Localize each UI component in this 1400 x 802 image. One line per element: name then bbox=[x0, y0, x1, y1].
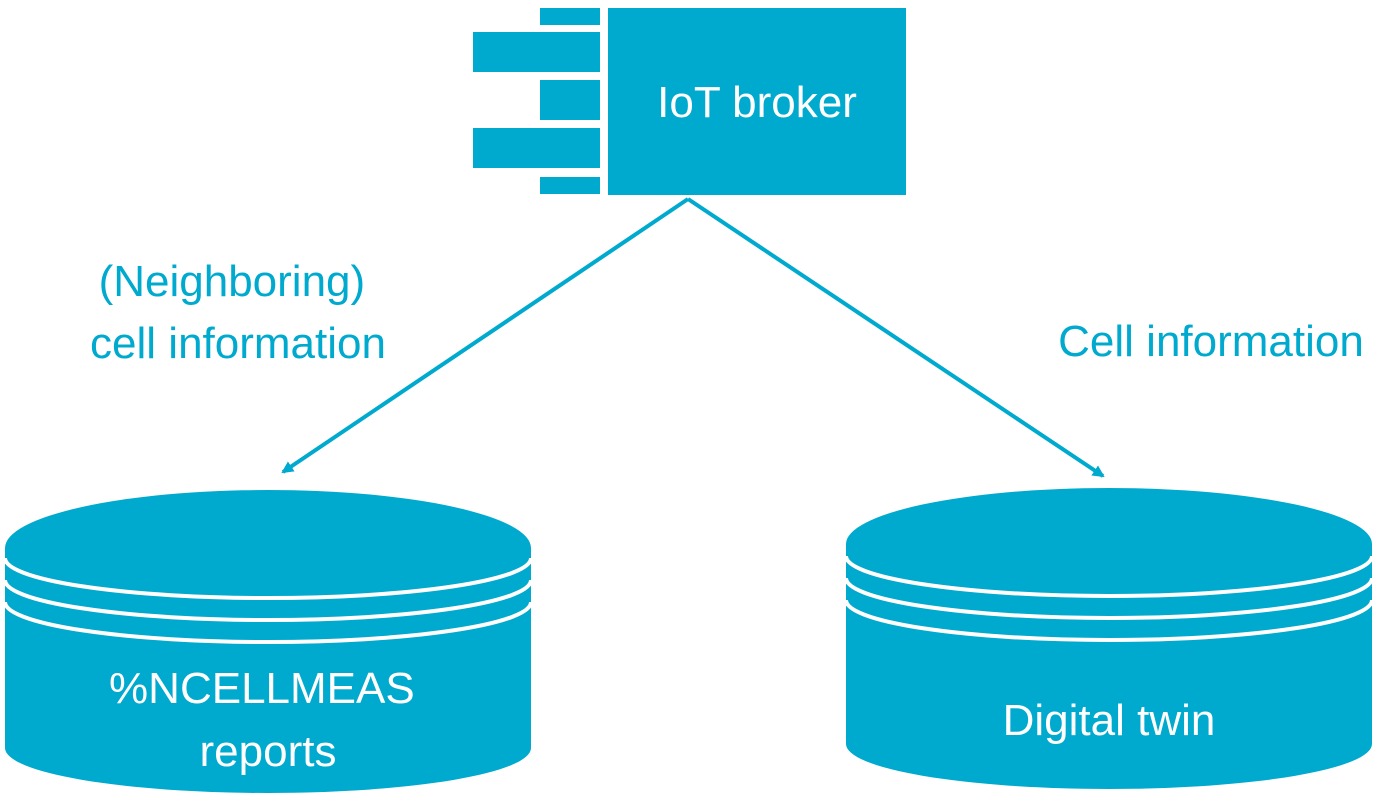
edge-label-line: (Neighboring) bbox=[99, 257, 366, 306]
database-icon bbox=[844, 488, 1374, 789]
edge-label-line: Cell information bbox=[1058, 317, 1364, 366]
database-label: Digital twin bbox=[1003, 696, 1216, 745]
database-label-line: %NCELLMEAS bbox=[109, 664, 415, 713]
arrow-to-ncellmeas bbox=[281, 197, 690, 474]
database-label: %NCELLMEAS reports bbox=[109, 664, 427, 776]
database-label-line: reports bbox=[200, 727, 337, 776]
edge-label-line: cell information bbox=[90, 319, 386, 368]
database-label-line: Digital twin bbox=[1003, 696, 1216, 745]
iot-broker-node: IoT broker bbox=[473, 8, 906, 195]
database-ncellmeas: %NCELLMEAS reports bbox=[3, 490, 533, 793]
edge-label-cell-information: Cell information bbox=[1058, 317, 1364, 366]
database-icon bbox=[3, 490, 533, 793]
iot-broker-label: IoT broker bbox=[657, 78, 857, 127]
edge-label-neighboring: (Neighboring) cell information bbox=[90, 257, 386, 368]
iot-broker-box bbox=[608, 8, 906, 195]
arrow-to-digital-twin bbox=[686, 197, 1105, 478]
uml-component-icon bbox=[473, 8, 600, 194]
database-digital-twin: Digital twin bbox=[844, 488, 1374, 789]
